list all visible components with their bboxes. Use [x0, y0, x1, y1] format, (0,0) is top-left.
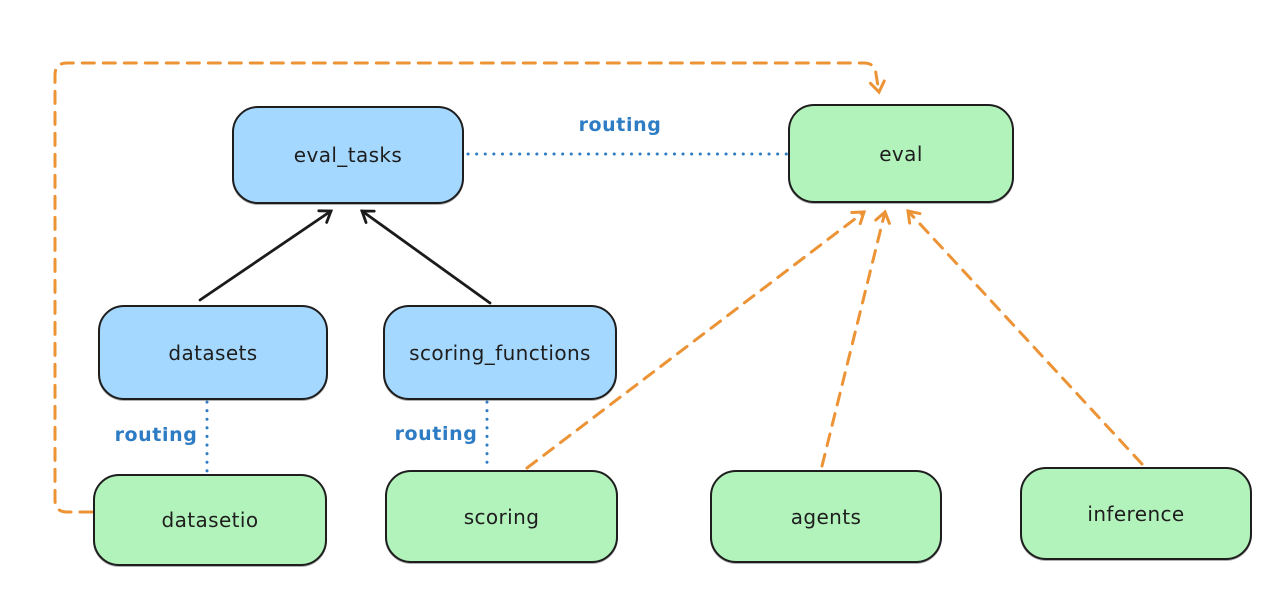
node-inference: inference: [1020, 467, 1252, 560]
node-scoring-label: scoring: [463, 504, 540, 529]
node-datasets-label: datasets: [168, 340, 258, 365]
node-datasetio-label: datasetio: [161, 508, 259, 532]
edge-agents-eval: [820, 209, 891, 468]
node-scoring-functions-label: scoring_functions: [409, 340, 591, 365]
edge-scoring-functions-eval-tasks: [360, 209, 492, 305]
node-agents-label: agents: [790, 504, 862, 529]
edge-scoring-eval: [525, 210, 867, 470]
node-eval-label: eval: [879, 141, 923, 166]
node-agents: agents: [710, 470, 942, 563]
node-inference-label: inference: [1087, 501, 1185, 526]
edge-datasetio-eval: [53, 61, 886, 514]
node-eval-tasks-label: eval_tasks: [293, 143, 403, 167]
node-eval: eval: [788, 104, 1014, 203]
edge-label-routing-scoring: routing: [394, 423, 478, 445]
node-datasetio: datasetio: [93, 474, 327, 566]
edge-label-routing-top: routing: [578, 114, 662, 136]
edge-inference-eval: [906, 209, 1144, 466]
edge-label-routing-datasets: routing: [114, 424, 198, 446]
edge-datasets-eval-tasks: [198, 209, 334, 302]
node-scoring: scoring: [385, 470, 618, 563]
node-datasets: datasets: [98, 305, 328, 400]
node-eval-tasks: eval_tasks: [232, 106, 464, 204]
node-scoring-functions: scoring_functions: [383, 305, 617, 400]
